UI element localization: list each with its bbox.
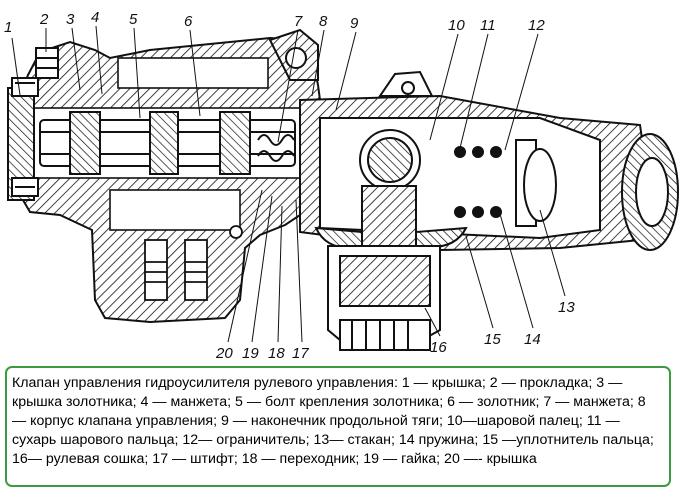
tie-rod-end — [299, 94, 679, 252]
callout-2: 2 — [39, 11, 49, 28]
callout-7: 7 — [294, 13, 303, 30]
caption-text: Клапан управления гидроусилителя рулевог… — [12, 375, 654, 467]
callout-14: 14 — [524, 331, 541, 348]
callout-12: 12 — [528, 17, 545, 34]
callout-11: 11 — [480, 17, 496, 34]
callout-19: 19 — [242, 345, 259, 362]
leader-lines — [11, 25, 566, 343]
callout-6: 6 — [184, 13, 193, 30]
callout-18: 18 — [268, 345, 285, 362]
callout-9: 9 — [350, 15, 359, 32]
ball-pin — [359, 129, 421, 247]
tube-springs — [454, 139, 557, 227]
grease-lug — [378, 70, 434, 97]
callout-5: 5 — [129, 11, 138, 28]
left-cover — [7, 77, 39, 201]
steering-arm — [327, 245, 441, 351]
callout-10: 10 — [448, 17, 465, 34]
callout-13: 13 — [558, 299, 575, 316]
technical-drawing: 1 2 3 4 5 6 7 8 9 10 11 12 13 14 15 16 1… — [4, 9, 679, 362]
callout-17: 17 — [292, 345, 309, 362]
spring-coils-left — [257, 134, 295, 162]
callout-16: 16 — [430, 339, 447, 356]
callout-20: 20 — [215, 345, 233, 362]
callout-4: 4 — [91, 9, 99, 26]
callout-3: 3 — [66, 11, 75, 28]
callout-1: 1 — [4, 19, 12, 36]
cover-bolt — [35, 47, 59, 79]
callout-8: 8 — [319, 13, 328, 30]
caption-box: Клапан управления гидроусилителя рулевог… — [5, 366, 671, 487]
bottom-fittings — [144, 225, 243, 301]
callout-15: 15 — [484, 331, 501, 348]
spool — [39, 111, 296, 175]
